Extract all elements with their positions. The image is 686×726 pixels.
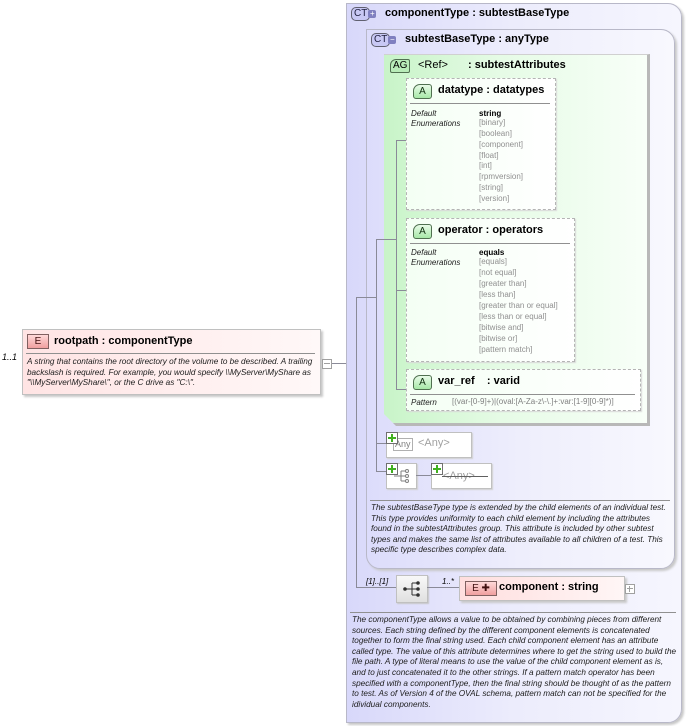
root-element-title: rootpath : componentType	[54, 335, 193, 347]
attribute-datatype[interactable]: A datatype : datatypes Default Enumerati…	[406, 78, 556, 210]
connector-line	[376, 239, 396, 240]
enumerations-label: Enumerations	[411, 258, 461, 267]
attribute-group-name: : subtestAttributes	[468, 59, 566, 71]
enum-value: [rpmversion]	[479, 172, 524, 181]
attribute-title: datatype : datatypes	[438, 84, 545, 96]
sequence-icon	[403, 581, 420, 597]
enum-value: [bitwise and]	[479, 323, 524, 332]
element-badge-icon: E ✚	[465, 581, 497, 596]
pattern-label: Pattern	[411, 398, 437, 407]
any-badge-icon: Any	[393, 438, 413, 451]
enum-value: [less than or equal]	[479, 312, 547, 321]
element-badge-icon: E	[27, 334, 49, 349]
choice-icon	[394, 469, 409, 483]
sequence-compositor[interactable]	[396, 575, 428, 603]
enum-value: [component]	[479, 140, 524, 149]
attribute-badge-icon: A	[413, 84, 432, 99]
ct-collapse-badge-icon[interactable]: CT−	[371, 33, 397, 47]
attribute-title: var_ref : varid	[438, 375, 520, 387]
root-element-rootpath[interactable]: E rootpath : componentType A string that…	[22, 329, 321, 395]
component-cardinality: 1..*	[442, 577, 455, 586]
subtestBaseType-description: The subtestBaseType type is extended by …	[371, 503, 666, 555]
enum-value: [equals]	[479, 257, 508, 266]
element-component[interactable]: E ✚ component : string	[459, 576, 625, 601]
any-element[interactable]: <Any>	[431, 463, 492, 489]
connector-line	[427, 587, 460, 588]
expand-plus-icon[interactable]	[431, 463, 443, 475]
attribute-group-badge-icon: AG	[390, 59, 411, 73]
attribute-operator[interactable]: A operator : operators Default Enumerati…	[406, 218, 575, 362]
strike-line	[442, 476, 488, 477]
default-value: equals	[479, 248, 505, 257]
pattern-value: [(var-[0-9]+)|(oval:[A-Za-z\-\.]+:var:[1…	[452, 397, 614, 406]
element-badge-label: E	[472, 583, 479, 594]
enum-value: [greater than or equal]	[479, 301, 558, 310]
enum-value: [int]	[479, 161, 492, 170]
any-attribute[interactable]: Any <Any>	[386, 432, 472, 458]
divider	[26, 353, 315, 354]
connector-line	[376, 471, 386, 472]
connector-line	[376, 239, 377, 471]
connector-line	[396, 140, 406, 141]
default-label: Default	[411, 248, 437, 257]
connector-line	[356, 587, 396, 588]
enum-value: [not equal]	[479, 268, 517, 277]
connector-line	[356, 297, 376, 298]
connector-line	[396, 290, 406, 291]
enumerations-label: Enumerations	[411, 119, 461, 128]
enum-value: [pattern match]	[479, 345, 533, 354]
expand-toggle-icon[interactable]	[625, 584, 635, 594]
enum-value: [less than]	[479, 290, 516, 299]
root-cardinality: 1..1	[2, 352, 18, 362]
default-label: Default	[411, 109, 437, 118]
ct-expand-badge-icon[interactable]: CT+	[351, 7, 377, 21]
divider	[410, 243, 570, 244]
connector-line	[396, 140, 397, 390]
attribute-badge-icon: A	[413, 224, 432, 239]
divider	[410, 394, 635, 395]
divider	[350, 612, 676, 613]
enum-value: [version]	[479, 194, 510, 203]
attribute-title: operator : operators	[438, 224, 544, 236]
connector-line	[396, 389, 406, 390]
collapse-toggle-icon[interactable]	[322, 359, 332, 369]
connector-line	[416, 475, 431, 476]
enum-value: [greater than]	[479, 279, 527, 288]
attribute-badge-icon: A	[413, 375, 432, 390]
any-attribute-label: <Any>	[418, 437, 450, 449]
componentType-description: The componentType allows a value to be o…	[352, 615, 677, 709]
enum-value: [float]	[479, 151, 499, 160]
enum-value: [binary]	[479, 118, 506, 127]
enum-value: [bitwise or]	[479, 334, 518, 343]
enum-value: [string]	[479, 183, 504, 192]
divider	[410, 103, 550, 104]
attribute-var-ref[interactable]: A var_ref : varid Pattern [(var-[0-9]+)|…	[406, 369, 641, 411]
complex-type-inner-title: subtestBaseType : anyType	[405, 33, 549, 45]
component-title: component : string	[499, 581, 599, 593]
expand-plus-icon[interactable]	[386, 432, 398, 444]
complex-type-outer-title: componentType : subtestBaseType	[385, 7, 570, 19]
connector-line	[376, 443, 386, 444]
default-value: string	[479, 109, 502, 118]
divider	[370, 500, 670, 501]
attribute-group-ref: <Ref>	[418, 59, 448, 71]
expand-plus-icon[interactable]	[386, 463, 398, 475]
enum-value: [boolean]	[479, 129, 512, 138]
connector-line	[356, 297, 357, 587]
root-element-description: A string that contains the root director…	[27, 357, 313, 388]
sequence-cardinality: [1]..[1]	[366, 577, 389, 586]
